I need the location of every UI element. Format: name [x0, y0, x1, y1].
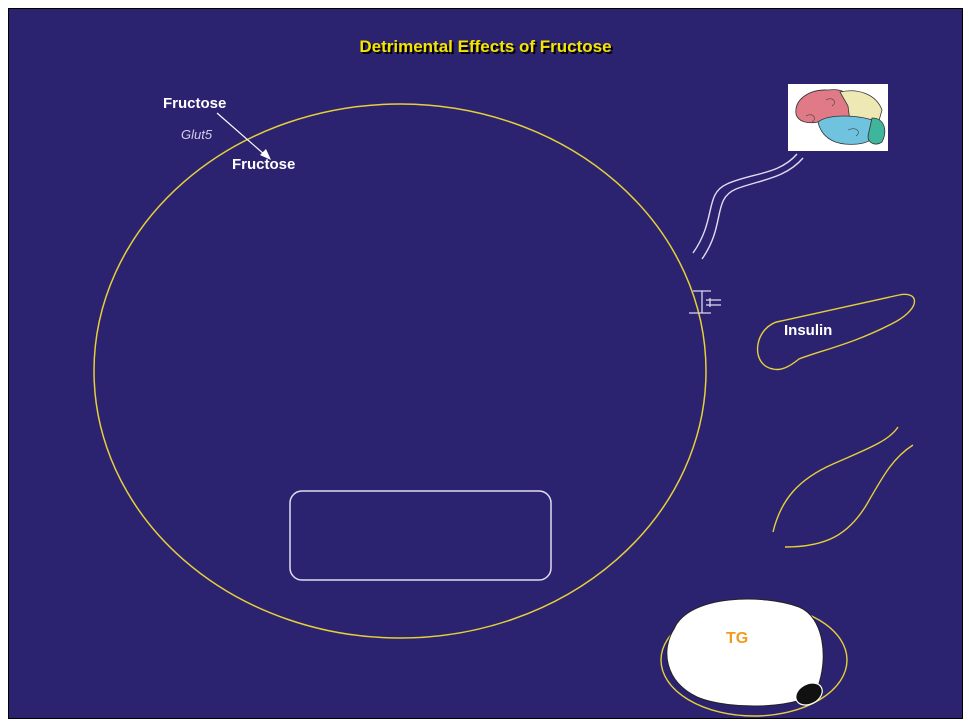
nerve-fiber [692, 153, 804, 260]
diagram-canvas [93, 103, 915, 717]
label-tg: TG [726, 630, 749, 647]
cell-membrane [93, 103, 707, 639]
glut5-arrowhead [260, 149, 271, 160]
slide-title: Detrimental Effects of Fructose [359, 37, 612, 56]
brain-icon [788, 84, 888, 151]
label-fructose-outside: Fructose [163, 95, 227, 112]
pancreas-outline [756, 293, 915, 371]
slide: Detrimental Effects of Fructose Fructose… [8, 8, 963, 719]
label-glut5: Glut5 [181, 127, 213, 142]
label-insulin: Insulin [784, 322, 833, 339]
muscle-outline [772, 426, 914, 548]
receptor-marks [689, 290, 721, 314]
glut5-arrow [216, 112, 266, 156]
label-fructose-inside: Fructose [232, 156, 296, 173]
adipocyte-nucleus [795, 682, 823, 706]
organelle-box [289, 490, 552, 581]
